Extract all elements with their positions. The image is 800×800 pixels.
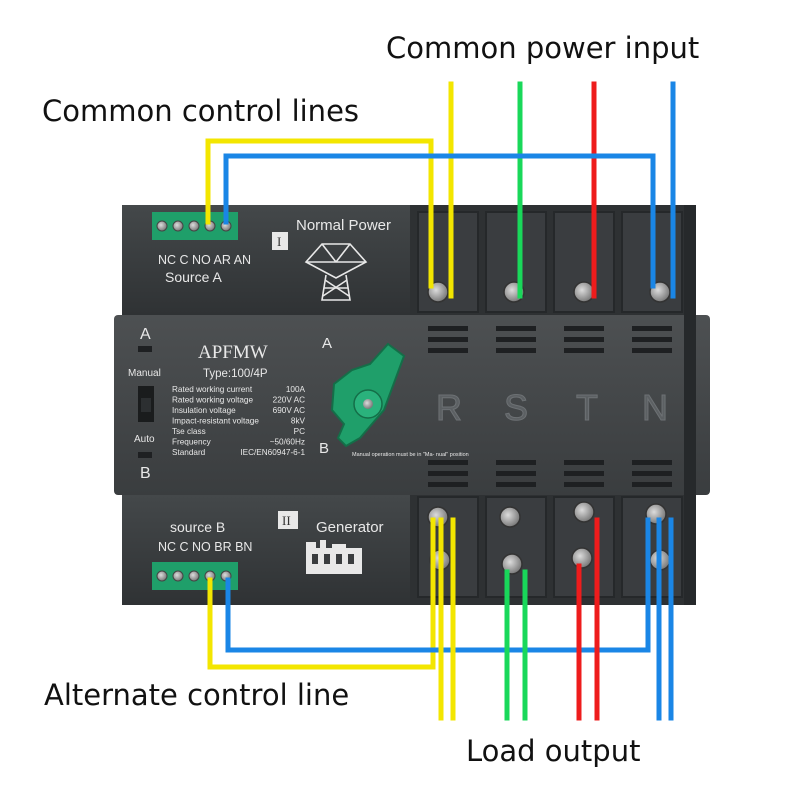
spec-value: IEC/EN60947-6-1 xyxy=(240,448,305,457)
pole-label-n: N xyxy=(642,387,668,428)
vent-slots xyxy=(428,326,672,487)
top-title: Normal Power xyxy=(296,217,391,234)
top-source-label: Source A xyxy=(165,269,222,285)
manual-label: Manual xyxy=(128,368,161,379)
bottom-roman-box xyxy=(278,511,298,529)
spec-name: Rated working voltage xyxy=(172,396,253,405)
spec-name: Frequency xyxy=(172,438,212,447)
mode-switch-knob xyxy=(141,398,151,412)
spec-value: ~50/60Hz xyxy=(270,438,305,447)
bottom-terminal-block xyxy=(152,562,238,590)
wire-control-yellow-top xyxy=(205,138,434,289)
label-common-power-input: Common power input xyxy=(386,31,700,65)
pole-label-t: T xyxy=(576,387,598,428)
generator-icon xyxy=(306,540,362,574)
wires xyxy=(205,81,676,721)
spec-name: Impact-resistant voltage xyxy=(172,417,259,426)
wire-control-blue-bottom xyxy=(225,517,651,653)
bottom-pole-screws xyxy=(427,501,671,575)
label-common-control-lines: Common control lines xyxy=(42,94,360,128)
front-face xyxy=(114,315,710,495)
pole-label-r: R xyxy=(436,387,462,428)
spec-name: Insulation voltage xyxy=(172,406,236,415)
handle-label-a: A xyxy=(322,335,332,352)
wire-control-yellow-bottom xyxy=(207,517,436,670)
bottom-terminal-label: NC C NO BR BN xyxy=(158,540,252,554)
label-alternate-control-line: Alternate control line xyxy=(44,678,350,712)
bottom-source-label: source B xyxy=(170,519,225,535)
top-terminal-label: NC C NO AR AN xyxy=(158,253,251,267)
top-roman-label: I xyxy=(277,234,281,249)
auto-label: Auto xyxy=(134,434,155,445)
indicator-b-light xyxy=(138,452,152,458)
indicator-a-light xyxy=(138,346,152,352)
bottom-title: Generator xyxy=(316,519,384,536)
pole-label-s: S xyxy=(504,387,528,428)
spec-name: Tse class xyxy=(172,427,206,436)
bottom-roman-label: II xyxy=(282,513,291,528)
model-type: Type:100/4P xyxy=(203,368,268,380)
spec-value: 690V AC xyxy=(273,406,305,415)
brand-name: APFMW xyxy=(198,342,268,363)
spec-value: 220V AC xyxy=(273,396,305,405)
spec-name: Rated working current xyxy=(172,385,253,394)
right-rail xyxy=(684,205,696,605)
spec-value: PC xyxy=(294,427,305,436)
ats-device: R S T N xyxy=(114,205,710,605)
spec-table: Rated working current 100A Rated working v… xyxy=(172,385,306,457)
indicator-b-label: B xyxy=(140,465,151,482)
indicator-a-label: A xyxy=(140,326,151,343)
top-roman-box xyxy=(272,232,288,250)
wire-control-blue-top xyxy=(223,153,656,289)
spec-name: Standard xyxy=(172,448,206,457)
handle-label-b: B xyxy=(319,440,329,457)
spec-value: 8kV xyxy=(291,417,306,426)
spec-value: 100A xyxy=(286,385,306,394)
power-tower-icon xyxy=(304,243,368,301)
label-load-output: Load output xyxy=(466,734,641,768)
transfer-handle[interactable] xyxy=(330,342,406,448)
manual-note: Manual operation must be in "Ma- nual" p… xyxy=(352,452,469,458)
